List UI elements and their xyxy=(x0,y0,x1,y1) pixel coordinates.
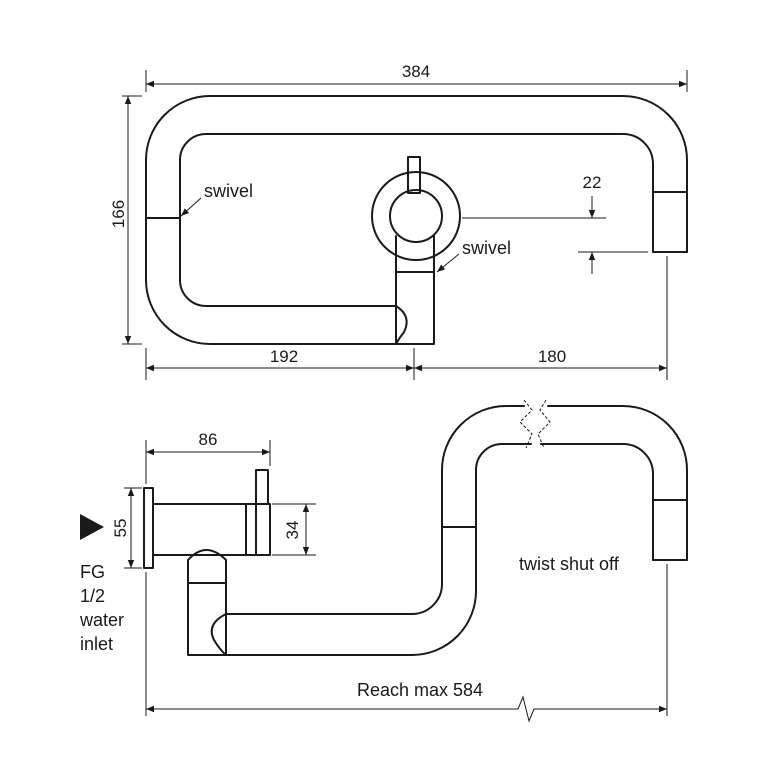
break-mark-right xyxy=(537,399,551,449)
swivel-left-leader xyxy=(180,197,202,217)
mount-outer-circle xyxy=(371,171,461,261)
inlet-line-2: 1/2 xyxy=(80,586,105,606)
top-swivel-body xyxy=(395,235,435,345)
swivel-center-label: swivel xyxy=(462,238,511,258)
side-elbow-curve xyxy=(210,613,227,656)
mount-inner-circle xyxy=(389,189,443,243)
dim-180-label: 180 xyxy=(538,347,566,366)
valve-body xyxy=(152,503,271,556)
swivel-center-leader xyxy=(436,253,460,273)
dim-86-label: 86 xyxy=(199,430,218,449)
dim-22-label: 22 xyxy=(583,173,602,192)
inlet-line-4: inlet xyxy=(80,634,113,654)
side-swivel-body xyxy=(187,549,227,656)
inlet-line-3: water xyxy=(79,610,124,630)
dim-34-label: 34 xyxy=(283,521,302,540)
reach-line xyxy=(146,695,667,723)
top-elbow-curve xyxy=(395,305,408,345)
dim-384-label: 384 xyxy=(402,62,430,81)
side-pipe-outer xyxy=(225,443,532,656)
dim-166-label: 166 xyxy=(109,200,128,228)
inlet-line-1: FG xyxy=(80,562,105,582)
top-pipe-outer xyxy=(145,95,688,345)
side-view: 86 55 34 FG 1/2 water inlet twist shut o… xyxy=(79,399,688,723)
dim-55-label: 55 xyxy=(111,519,130,538)
side-pipe-outer-right xyxy=(540,443,654,561)
side-lever xyxy=(255,469,269,505)
twist-shut-off-label: twist shut off xyxy=(519,554,620,574)
dim-192-label: 192 xyxy=(270,347,298,366)
break-mark-left xyxy=(519,399,533,449)
top-view: 384 166 192 180 22 swivel swivel xyxy=(109,62,688,380)
side-pipe-inner xyxy=(225,405,525,615)
top-pipe-inner xyxy=(179,133,654,307)
wall-plate xyxy=(143,487,154,569)
top-lever xyxy=(407,156,421,194)
swivel-left-label: swivel xyxy=(204,181,253,201)
inlet-arrow-icon xyxy=(80,514,104,540)
reach-label: Reach max 584 xyxy=(357,680,483,700)
side-pipe-inner-right xyxy=(547,405,688,561)
